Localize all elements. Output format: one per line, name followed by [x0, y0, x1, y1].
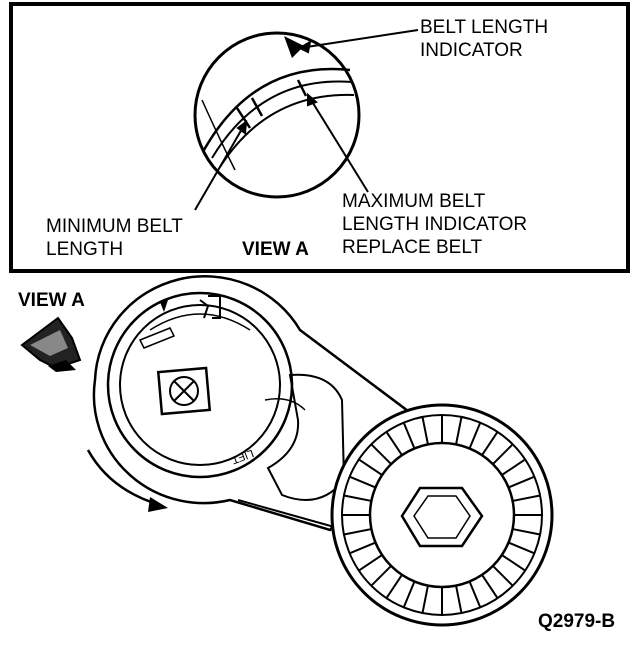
pulley-rib	[358, 458, 383, 476]
maximum-belt-length-label-line2: LENGTH INDICATOR	[342, 214, 527, 235]
pulley-rib	[370, 565, 392, 587]
pulley-rib	[512, 528, 541, 536]
pulley-rib	[501, 554, 526, 572]
tensioner-body	[92, 275, 422, 532]
inset-view-a-label: VIEW A	[242, 239, 309, 260]
pointer-wedge	[284, 36, 304, 58]
figure-id: Q2979-B	[538, 611, 615, 632]
pulley-rib	[349, 475, 376, 489]
inset-frame	[9, 2, 630, 273]
inset-view-a: BELT LENGTH INDICATOR MINIMUM BELT LENGT…	[9, 2, 630, 273]
pulley-rib	[358, 554, 383, 572]
maximum-belt-length-label-line1: MAXIMUM BELT	[342, 191, 486, 212]
view-a-label: VIEW A	[18, 290, 85, 311]
pulley-rib	[501, 458, 526, 476]
tensioner-assembly: VIEW A LIFT	[18, 275, 615, 632]
pulley-rib	[421, 585, 429, 614]
pulley-rib	[455, 585, 463, 614]
pulley-rib	[492, 565, 514, 587]
pulley-rib	[402, 581, 416, 608]
pulley-rib	[492, 443, 514, 465]
belt-length-indicator-label-line1: BELT LENGTH	[420, 17, 548, 38]
pulley-rib	[343, 494, 372, 502]
belt-edge	[237, 499, 346, 531]
minimum-belt-length-label-line1: MINIMUM BELT	[46, 216, 183, 237]
tensioner-outer-ring	[106, 291, 294, 479]
pulley-rib	[385, 431, 403, 456]
idler-pulley	[330, 403, 554, 627]
indicator-pointer	[160, 300, 168, 312]
rotation-arrow-icon	[86, 449, 168, 512]
pulley-rib	[349, 541, 376, 555]
pulley-rib	[512, 494, 541, 502]
pulley-rib	[481, 574, 499, 599]
center-bolt	[156, 366, 212, 416]
tensioner-inner-ring	[119, 304, 281, 466]
belt-length-indicator-label-line2: INDICATOR	[420, 40, 523, 61]
hex-nut	[400, 486, 484, 548]
pulley-rib	[468, 581, 482, 608]
view-direction-arrow-icon	[20, 316, 82, 372]
pulley-rib	[508, 475, 535, 489]
pulley-rib	[421, 416, 429, 445]
pulley-rib	[481, 431, 499, 456]
pulley-rib	[385, 574, 403, 599]
inset-leader-lines	[194, 29, 419, 211]
minimum-belt-length-label-line2: LENGTH	[46, 239, 123, 260]
indicator-tab	[208, 295, 221, 319]
maximum-belt-length-label-line3: REPLACE BELT	[342, 237, 482, 258]
pulley-rib	[468, 422, 482, 449]
inset-magnified-circle	[193, 31, 361, 199]
pulley-rib	[370, 443, 392, 465]
pulley-rib	[508, 541, 535, 555]
pulley-rib	[455, 416, 463, 445]
tensioner-arm	[266, 373, 346, 501]
pulley-rib	[343, 528, 372, 536]
wear-scale	[138, 327, 176, 349]
pulley-rib	[402, 422, 416, 449]
